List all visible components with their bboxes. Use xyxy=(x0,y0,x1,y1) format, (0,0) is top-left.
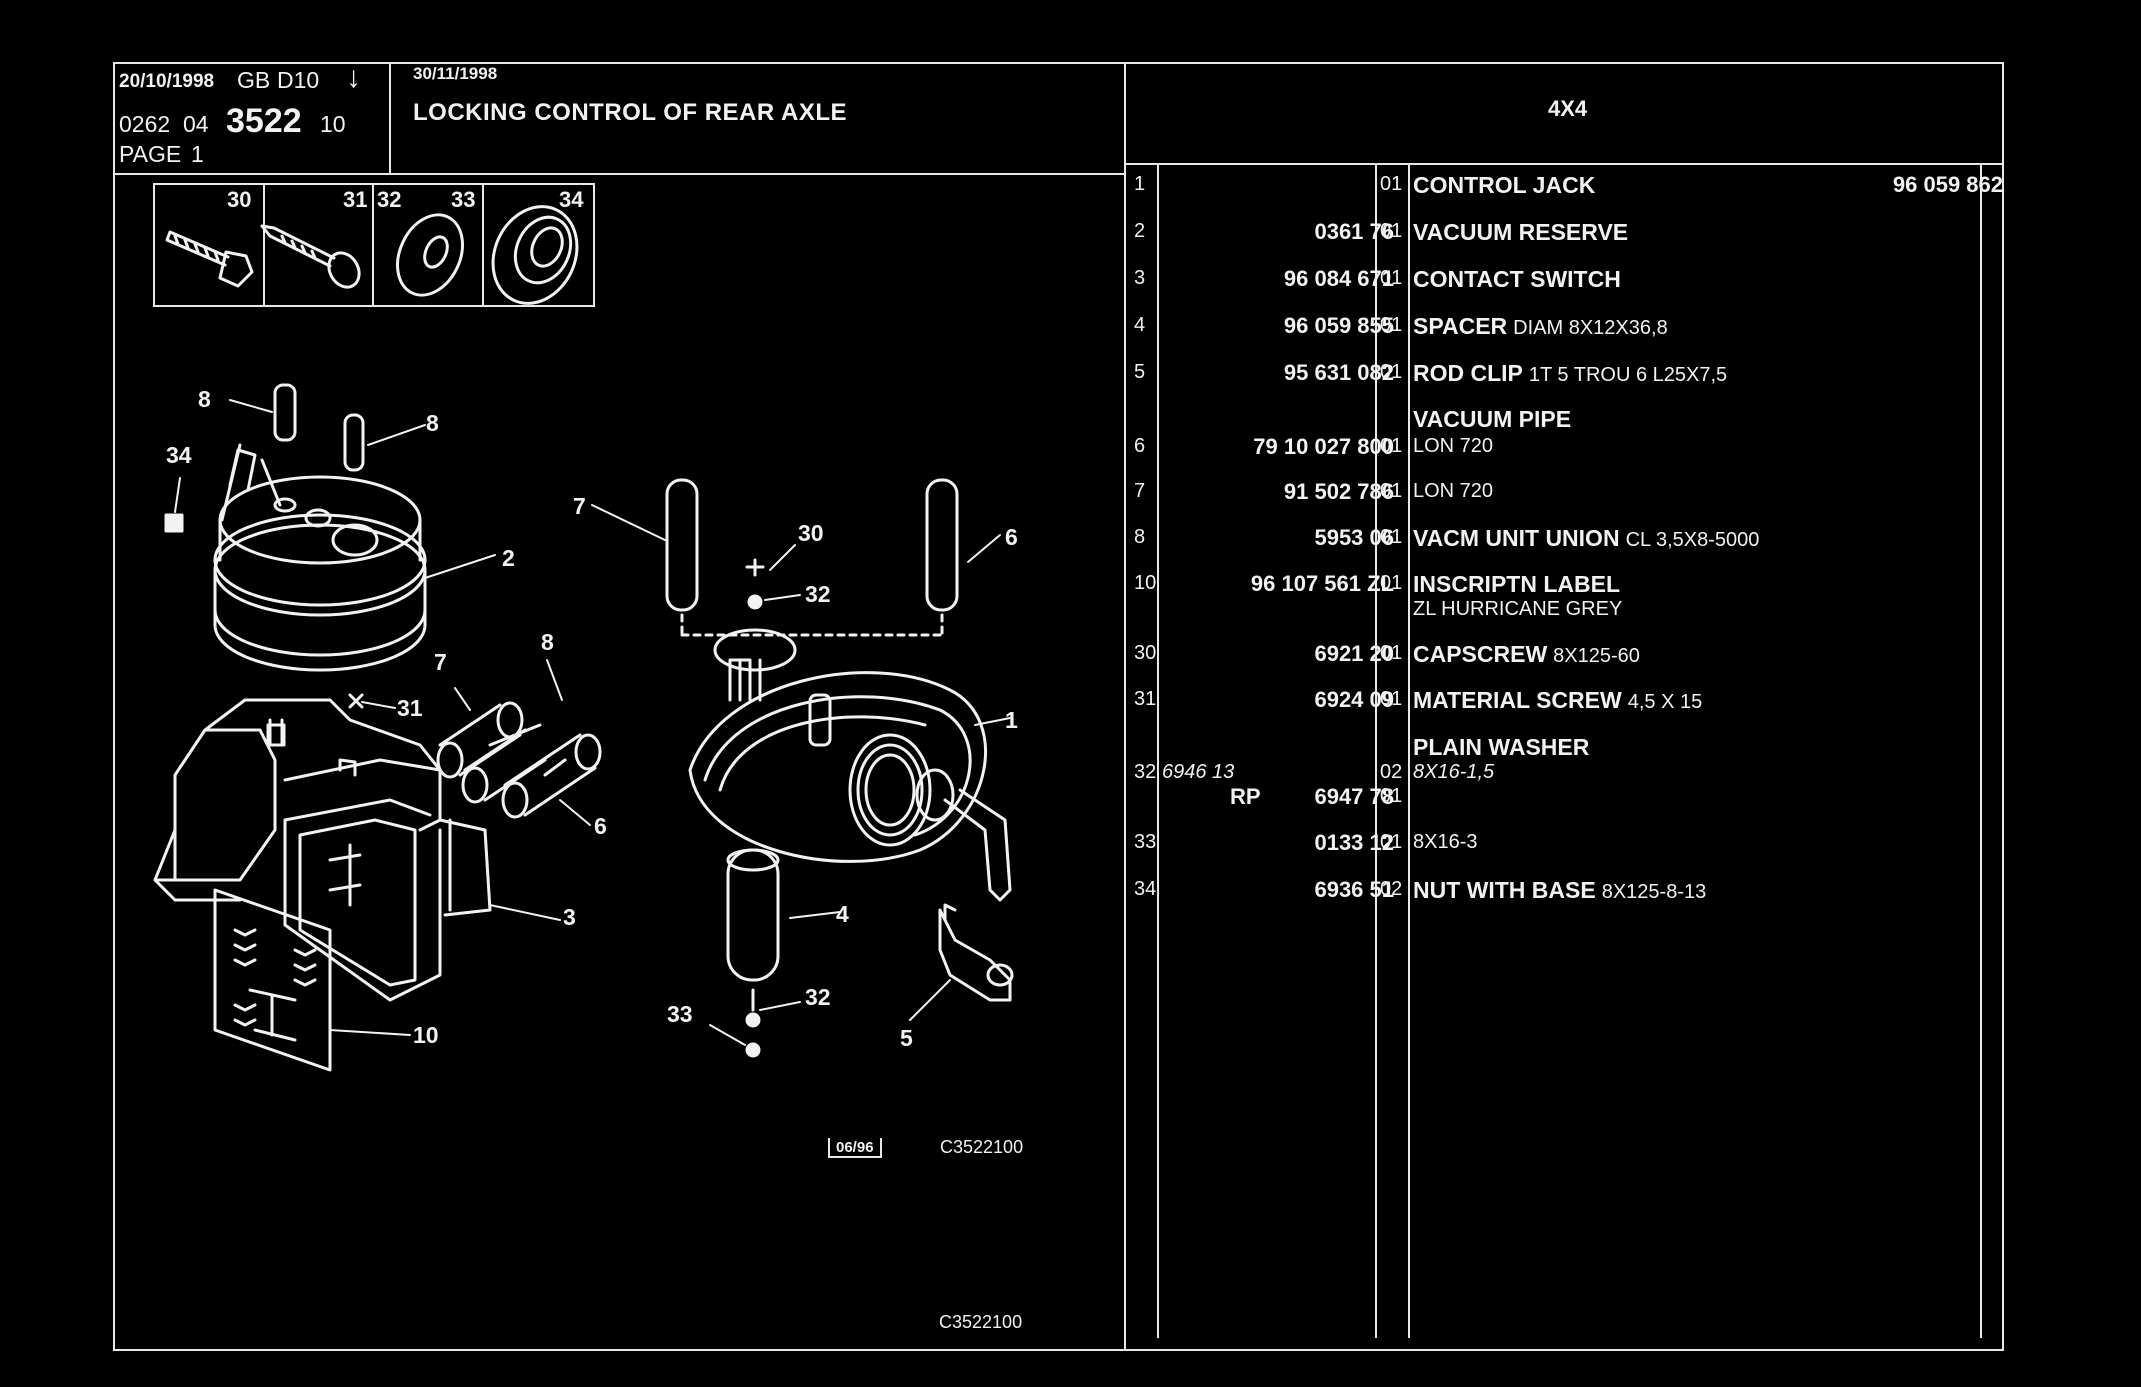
header-ref-main: 3522 xyxy=(226,102,302,140)
column-divider-quantity xyxy=(1408,163,1410,1338)
table-row: 10 96 107 561 ZL 01 INSCRIPTN LABEL ZL H… xyxy=(1134,571,1623,620)
page-title: LOCKING CONTROL OF REAR AXLE xyxy=(413,99,847,126)
rod-clip-drawing xyxy=(938,903,1014,1002)
header-code: D10 xyxy=(277,67,320,93)
washer-icon xyxy=(396,213,464,297)
header-ref-group: 04 xyxy=(183,111,209,137)
drawing-code: C3522100 xyxy=(940,1137,1024,1157)
table-row: 33 0133 12 01 8X16-3 xyxy=(1134,830,1478,855)
table-row: 2 0361 76 01 VACUUM RESERVE xyxy=(1134,219,1629,245)
nut-with-base-icon xyxy=(491,205,579,305)
callout-label: 1 xyxy=(1005,707,1018,733)
callout-label: 8 xyxy=(541,629,554,655)
column-divider-number xyxy=(1157,163,1159,1338)
table-row: PLAIN WASHER xyxy=(1413,734,1590,760)
callout-label: 32 xyxy=(805,581,831,607)
header-date: 20/10/1998 xyxy=(119,71,215,92)
table-row: RP 6947 78 01 xyxy=(1230,784,1403,809)
callout-label: 7 xyxy=(434,649,447,675)
header-ref-suffix: 10 xyxy=(320,111,346,137)
document-frame xyxy=(113,62,2004,1351)
leader-lines xyxy=(174,399,1011,1046)
divider-vertical-header xyxy=(389,62,391,174)
thumbnail-label: 30 xyxy=(227,187,252,212)
column-divider-reference xyxy=(1375,163,1377,1338)
drawing-stamp: 06/96 xyxy=(828,1138,882,1158)
contact-switch-drawing xyxy=(153,698,492,1072)
header-ref-prefix: 0262 xyxy=(119,111,171,137)
callout-label: 10 xyxy=(413,1022,439,1048)
column-divider-right xyxy=(1980,163,1982,1338)
callout-label: 6 xyxy=(1005,524,1018,550)
callout-label: 30 xyxy=(798,520,824,546)
header-update-date: 30/11/1998 xyxy=(413,64,498,83)
divider-horizontal-left xyxy=(113,173,1125,175)
spacer-drawing xyxy=(726,558,780,1058)
vacuum-pipes-drawing xyxy=(436,701,602,819)
pipe-union-drawing xyxy=(273,383,365,472)
table-row: 32 6946 13 02 8X16-1,5 xyxy=(1134,761,1495,783)
callout-label: 6 xyxy=(594,813,607,839)
table-row: 3 96 084 671 01 CONTACT SWITCH xyxy=(1134,266,1621,292)
callout-label: 31 xyxy=(397,695,423,721)
callout-label: 3 xyxy=(563,904,576,930)
table-row: 1 96 059 862 01 CONTROL JACK xyxy=(1134,172,2003,198)
table-row: VACUUM PIPE xyxy=(1413,406,1572,432)
table-row: 6 79 10 027 800 01 LON 720 xyxy=(1134,434,1494,459)
callout-label: 8 xyxy=(198,386,211,412)
thumbnail-label: 32 xyxy=(377,187,402,212)
header-lang: GB xyxy=(237,67,271,93)
fastener-thumbnails: 30 31 32 33 34 xyxy=(153,183,595,307)
control-jack-drawing xyxy=(688,628,1012,902)
thumbnail-label: 34 xyxy=(559,187,584,212)
long-pipes-drawing xyxy=(665,478,959,637)
callout-label: 4 xyxy=(836,901,849,927)
table-row: 7 91 502 786 01 LON 720 xyxy=(1134,479,1494,504)
down-arrow-icon: ↓ xyxy=(346,61,361,94)
thumbnail-label: 33 xyxy=(451,187,476,212)
material-screw-icon xyxy=(260,224,361,289)
divider-horizontal-right xyxy=(1124,163,2004,165)
callout-label: 5 xyxy=(900,1025,913,1051)
capscrew-icon xyxy=(165,230,254,288)
vacuum-reserve-drawing xyxy=(164,443,427,672)
header-page-label: PAGE xyxy=(119,141,182,167)
callout-label: 8 xyxy=(426,410,439,436)
header-page-number: 1 xyxy=(191,141,204,167)
callout-label: 32 xyxy=(805,984,831,1010)
callout-label: 2 xyxy=(502,545,515,571)
callout-label: 34 xyxy=(166,442,192,468)
callout-label: 7 xyxy=(573,493,586,519)
divider-vertical-main xyxy=(1124,62,1126,1351)
model-label: 4X4 xyxy=(1548,96,1588,121)
thumbnail-label: 31 xyxy=(343,187,368,212)
sheet-code: C3522100 xyxy=(939,1312,1023,1332)
callout-label: 33 xyxy=(667,1001,693,1027)
